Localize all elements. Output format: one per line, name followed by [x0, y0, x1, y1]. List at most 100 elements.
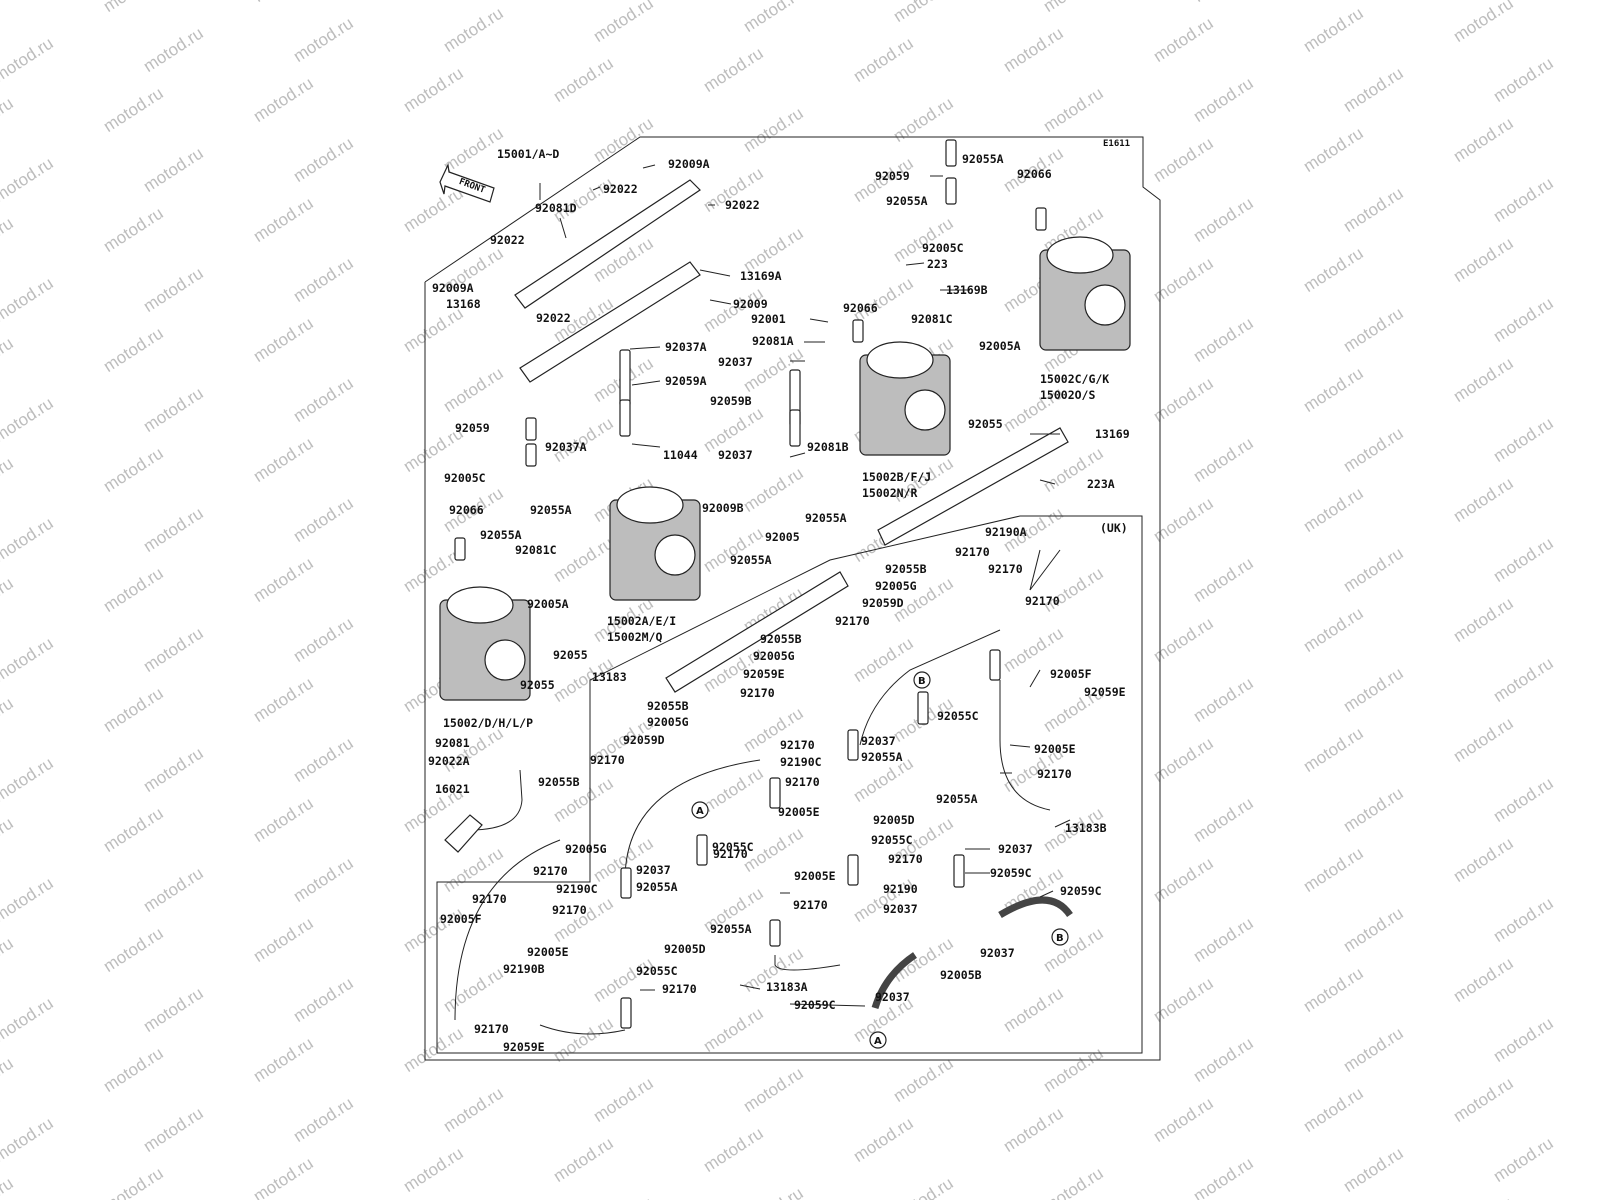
hose-piece [525, 417, 537, 441]
part-label: 13169 [1095, 427, 1130, 441]
part-label: 223A [1087, 477, 1115, 491]
part-label: 92190C [780, 755, 822, 769]
svg-text:B: B [918, 676, 926, 687]
part-label: 92190 [883, 882, 918, 896]
part-label: 92170 [1025, 594, 1060, 608]
part-label: 15002B/F/J [862, 470, 931, 484]
part-label: 92170 [888, 852, 923, 866]
part-label: 92055A [530, 503, 572, 517]
part-label: 92190A [985, 525, 1027, 539]
hose-piece [619, 399, 631, 437]
part-label: 92055C [636, 964, 678, 978]
diagram-code: E1611 [1103, 139, 1130, 149]
part-label: 13183A [766, 980, 808, 994]
bracket-13183 [665, 571, 849, 693]
svg-text:A: A [874, 1036, 882, 1047]
part-label: 92037 [980, 946, 1015, 960]
front-arrow: FRONT [439, 162, 495, 203]
hose-piece [953, 854, 965, 888]
vent-hose-e [454, 839, 561, 1021]
part-label: 92055 [520, 678, 555, 692]
part-label: 92170 [835, 614, 870, 628]
part-label: 92005G [565, 842, 607, 856]
part-label: 92005 [765, 530, 800, 544]
part-label: 92055A [805, 511, 847, 525]
part-label: 92055A [636, 880, 678, 894]
part-label: 13183B [1065, 821, 1107, 835]
bracket-13168 [514, 179, 701, 309]
hose-piece [1035, 207, 1047, 231]
part-label: 223 [927, 257, 948, 271]
part-label: 92081C [515, 543, 557, 557]
part-label: 92170 [662, 982, 697, 996]
part-label: 92005B [940, 968, 982, 982]
carburetor-body-1 [439, 586, 531, 701]
part-label: 92037A [545, 440, 587, 454]
part-label: 92170 [955, 545, 990, 559]
part-label: 15002C/G/K [1040, 372, 1109, 386]
part-label: 92170 [785, 775, 820, 789]
part-label: 92170 [552, 903, 587, 917]
hose-piece [852, 319, 864, 343]
part-label: 92170 [713, 847, 748, 861]
vent-hose-b [999, 680, 1051, 811]
part-label: 92081 [435, 736, 470, 750]
uk-label: (UK) [1100, 521, 1128, 535]
bracket-13169 [877, 427, 1069, 546]
marker-b-bottom: B [1051, 928, 1069, 946]
svg-text:B: B [1056, 933, 1064, 944]
part-label: 92170 [740, 686, 775, 700]
part-label: 92059 [875, 169, 910, 183]
part-label: 92066 [843, 301, 878, 315]
part-label: 92055A [886, 194, 928, 208]
part-label: 92170 [590, 753, 625, 767]
part-label: 92055B [647, 699, 689, 713]
part-label: 92055A [480, 528, 522, 542]
part-label: 92081B [807, 440, 849, 454]
hose-piece [989, 649, 1001, 681]
hose-piece [620, 997, 632, 1029]
part-label: 92005D [664, 942, 706, 956]
part-label: 92037 [636, 863, 671, 877]
part-label: 92170 [472, 892, 507, 906]
part-label: 92005E [778, 805, 820, 819]
part-label: 92009A [668, 157, 710, 171]
part-label: 92055B [760, 632, 802, 646]
part-label: 92066 [1017, 167, 1052, 181]
vent-hose-d [774, 955, 841, 971]
vent-hose-f [539, 1024, 626, 1035]
hose-piece [525, 443, 537, 467]
part-label: 92005E [1034, 742, 1076, 756]
hose-piece [945, 177, 957, 205]
cable-bracket-16021 [444, 814, 483, 853]
part-label: 92005D [873, 813, 915, 827]
part-label: 92170 [474, 1022, 509, 1036]
part-label: 92037 [998, 842, 1033, 856]
part-label: 92055 [968, 417, 1003, 431]
leader-lines [539, 164, 1071, 1007]
part-label: 92059E [1084, 685, 1126, 699]
part-label: 15002/D/H/L/P [443, 716, 533, 730]
part-label: 15002A/E/I [607, 614, 676, 628]
part-label: 16021 [435, 782, 470, 796]
carburetor-body-3 [859, 341, 951, 456]
part-label: 15002N/R [862, 486, 917, 500]
part-label: 92059C [794, 998, 836, 1012]
part-label: 92190B [503, 962, 545, 976]
part-label: 92009 [733, 297, 768, 311]
part-label: 92037 [718, 355, 753, 369]
part-label: 92055C [871, 833, 913, 847]
part-label: 92055 [553, 648, 588, 662]
vent-hose-c [624, 759, 761, 881]
part-label: 92037A [665, 340, 707, 354]
part-label: 92059 [455, 421, 490, 435]
marker-b-top: B [913, 671, 931, 689]
hose-piece [847, 729, 859, 761]
part-label: 92005E [527, 945, 569, 959]
part-label: 92055A [730, 553, 772, 567]
part-label: 92066 [449, 503, 484, 517]
part-label: 13169A [740, 269, 782, 283]
part-label: 92005G [753, 649, 795, 663]
part-label: 92022A [428, 754, 470, 768]
